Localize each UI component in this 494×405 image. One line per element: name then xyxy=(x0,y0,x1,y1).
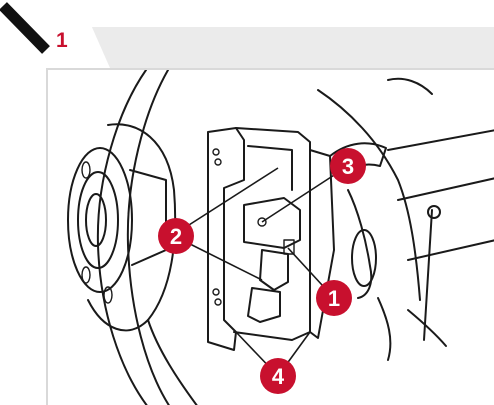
stalk-knob xyxy=(351,229,377,287)
stalk-lever xyxy=(347,189,373,299)
wheel-bolt-2 xyxy=(81,266,91,284)
wheel-lower-spoke xyxy=(147,319,198,405)
steering-wheel-illustration: 1 2 3 4 xyxy=(46,68,494,405)
callout-4-circle xyxy=(260,358,296,394)
dash-line-2 xyxy=(397,177,494,201)
lower-connector xyxy=(247,287,281,323)
connector-pin xyxy=(257,217,267,227)
callout-leaders xyxy=(177,165,349,377)
callout-4: 4 xyxy=(260,358,296,394)
callout-1-label: 1 xyxy=(328,286,340,311)
bracket-left-plate xyxy=(207,127,245,351)
step-slash-mark xyxy=(0,2,50,54)
steering-column-cover xyxy=(317,77,494,361)
callout-2: 2 xyxy=(158,218,194,254)
leader-2-lower xyxy=(177,237,263,281)
screw-bottom-1 xyxy=(212,288,220,296)
bracket-right-edge xyxy=(309,149,335,339)
wheel-bolt-3 xyxy=(103,286,113,304)
steering-wheel-line-drawing: 1 2 3 4 xyxy=(67,70,494,405)
connector-housing xyxy=(243,197,301,249)
column-lower-edge xyxy=(377,297,392,361)
wheel-rim-outer xyxy=(96,70,148,405)
callout-2-label: 2 xyxy=(170,224,182,249)
dash-upper-edge xyxy=(387,77,433,95)
clip-latch xyxy=(283,239,295,255)
tie-rod-end xyxy=(427,205,441,219)
tie-rod xyxy=(423,209,433,341)
dash-line-1 xyxy=(387,129,494,151)
screw-bottom-2 xyxy=(214,298,222,306)
step-number: 1 xyxy=(56,29,68,52)
steering-wheel xyxy=(67,70,198,405)
screw-top-2 xyxy=(214,158,222,166)
wheel-hub-outer xyxy=(67,147,133,293)
notch-white-wedge xyxy=(0,0,110,68)
callout-4-label: 4 xyxy=(272,364,285,389)
module-bracket xyxy=(207,127,335,351)
screw-top-1 xyxy=(212,148,220,156)
step-header-notch xyxy=(0,0,110,68)
connector-tab xyxy=(259,249,289,291)
bracket-top-rail xyxy=(247,145,293,191)
callout-3-circle xyxy=(330,148,366,184)
column-cover-curve xyxy=(317,89,421,301)
callout-2-circle xyxy=(158,218,194,254)
callout-1: 1 xyxy=(316,280,352,316)
callout-1-circle xyxy=(316,280,352,316)
wheel-spoke-left xyxy=(87,123,177,332)
wheel-hub-center xyxy=(85,193,107,247)
wheel-spoke-plate xyxy=(129,169,167,266)
wheel-rim-inner xyxy=(126,70,170,405)
bracket-body xyxy=(233,127,311,341)
callout-3-label: 3 xyxy=(342,154,354,179)
dash-line-3 xyxy=(407,239,494,261)
lower-trim xyxy=(407,309,447,347)
wheel-hub-middle xyxy=(77,171,119,269)
leader-2-upper xyxy=(177,167,279,233)
wheel-bolt-1 xyxy=(81,161,91,179)
callout-3: 3 xyxy=(330,148,366,184)
